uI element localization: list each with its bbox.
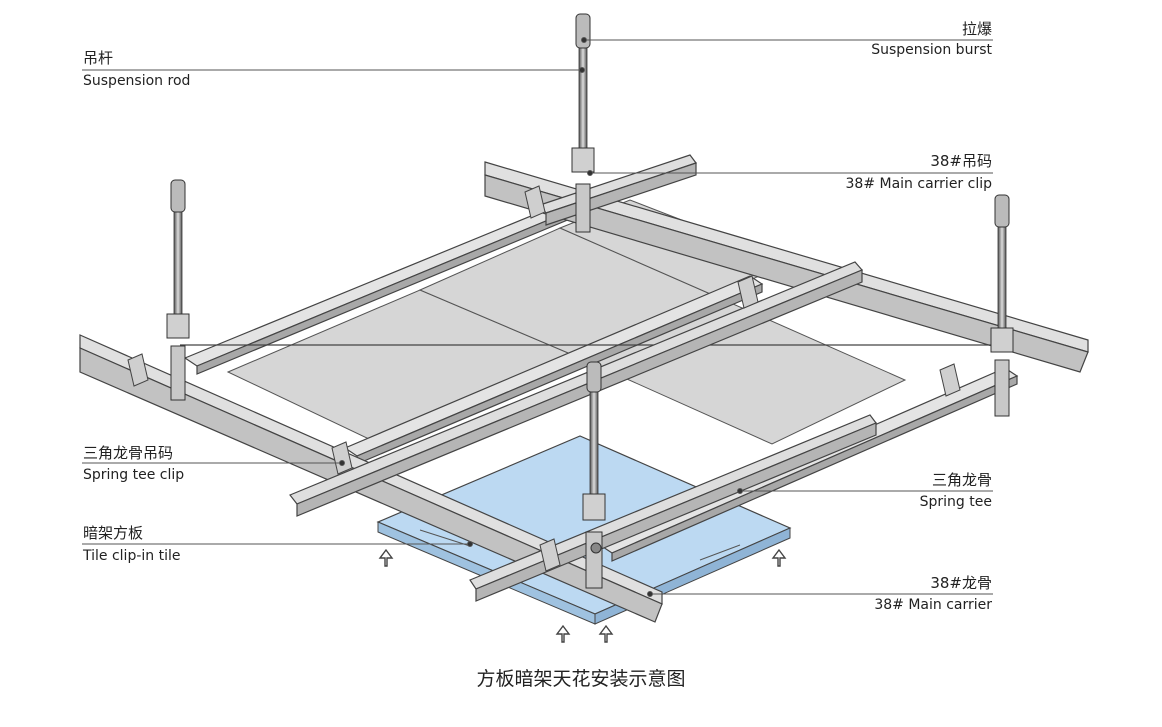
label-spring-tee-clip-en: Spring tee clip [83,467,185,483]
up-arrow-icon [598,624,614,643]
diagram-caption: 方板暗架天花安装示意图 [476,668,686,690]
up-arrow-icon [378,548,394,567]
spring-tee-clip [737,275,759,309]
spring-tee-clip [539,538,561,572]
label-suspension-burst-en: Suspension burst [871,42,992,58]
label-main-carrier-en: 38# Main carrier [874,597,992,613]
main-carrier-rails [79,154,1089,623]
suspension-rod [166,179,190,401]
leader-lines [82,37,993,597]
label-spring-tee-zh: 三角龙骨 [931,471,992,489]
suspension-assemblies [166,13,1014,589]
label-tile-en: Tile clip-in tile [83,548,181,564]
spring-tee-clip [524,185,546,219]
suspension-rod [582,361,606,589]
spring-tee-clip [127,353,149,387]
label-spring-tee-clip-zh: 三角龙骨吊码 [83,444,174,462]
suspension-rod [571,13,595,233]
spring-tee-clips [127,185,961,572]
installed-tiles [226,199,907,449]
label-suspension-burst-zh: 拉爆 [961,20,992,38]
label-main-carrier-zh: 38#龙骨 [930,574,992,592]
label-tile-zh: 暗架方板 [83,524,144,542]
clip-in-tile [376,435,792,625]
label-suspension-rod-zh: 吊杆 [83,49,114,67]
spring-tee-clip [939,363,961,397]
up-arrow-icon [555,624,571,643]
label-suspension-rod-en: Suspension rod [83,73,191,89]
up-arrow-icon [771,548,787,567]
up-arrows [378,548,787,643]
spring-tee-clip [331,441,353,475]
label-main-carrier-clip-en: 38# Main carrier clip [845,176,992,192]
suspension-rod [990,194,1014,417]
label-spring-tee-en: Spring tee [919,494,992,510]
label-main-carrier-clip-zh: 38#吊码 [930,152,992,170]
